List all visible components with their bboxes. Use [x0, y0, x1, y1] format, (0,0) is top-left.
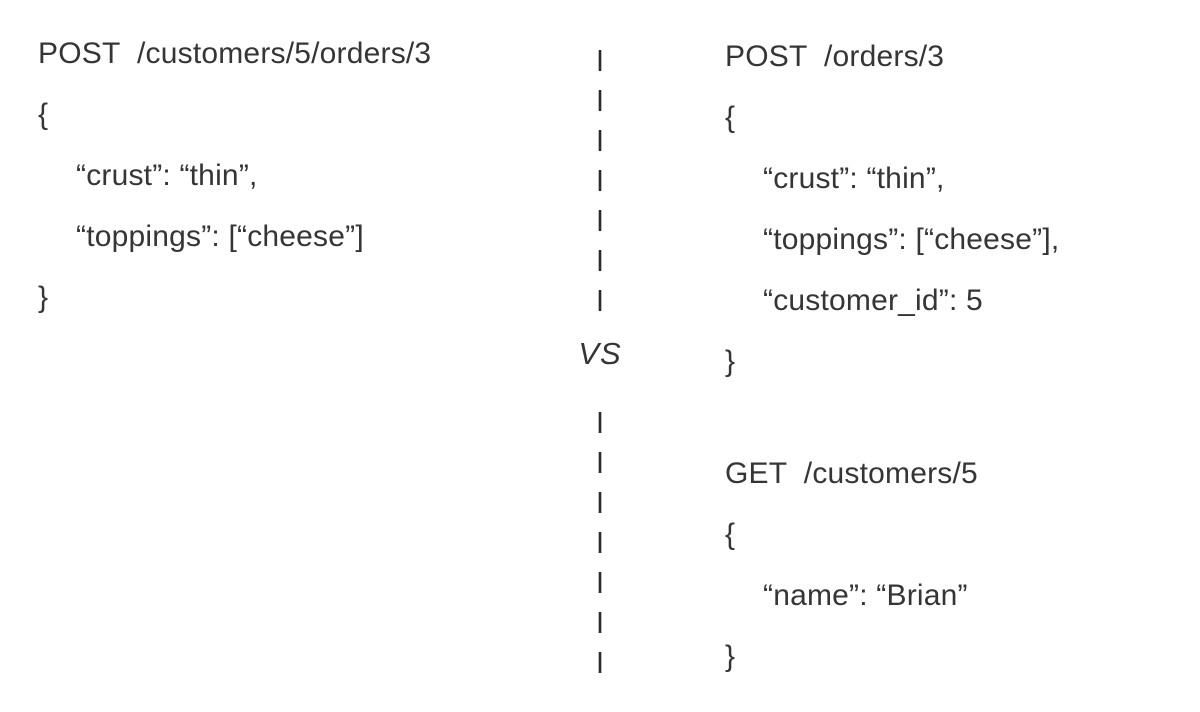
nested-route-request: POST /customers/5/orders/3 { “crust”: “t… [38, 23, 431, 328]
json-field-crust: “crust”: “thin”, [763, 162, 945, 195]
request-line: POST /customers/5/orders/3 [38, 37, 432, 70]
json-close-brace: } [725, 640, 736, 673]
json-field-toppings: “toppings”: [“cheese”], [763, 223, 1060, 256]
json-close-brace: } [38, 281, 49, 314]
dashed-divider-line [598, 50, 602, 673]
json-field-crust: “crust”: “thin”, [76, 159, 258, 192]
json-close-brace: } [725, 345, 736, 378]
flat-route-request: POST /orders/3 { “crust”: “thin”, “toppi… [725, 26, 1059, 392]
json-open-brace: { [725, 101, 736, 134]
request-line: POST /orders/3 [725, 40, 945, 73]
vs-label: VS [578, 336, 622, 371]
json-field-name: “name”: “Brian” [763, 579, 968, 612]
request-line: GET /customers/5 [725, 457, 978, 490]
json-open-brace: { [38, 98, 49, 131]
json-open-brace: { [725, 518, 736, 551]
json-field-customer-id: “customer_id”: 5 [763, 284, 983, 317]
customer-lookup-request: GET /customers/5 { “name”: “Brian” } [725, 443, 978, 687]
json-field-toppings: “toppings”: [“cheese”] [76, 220, 364, 253]
